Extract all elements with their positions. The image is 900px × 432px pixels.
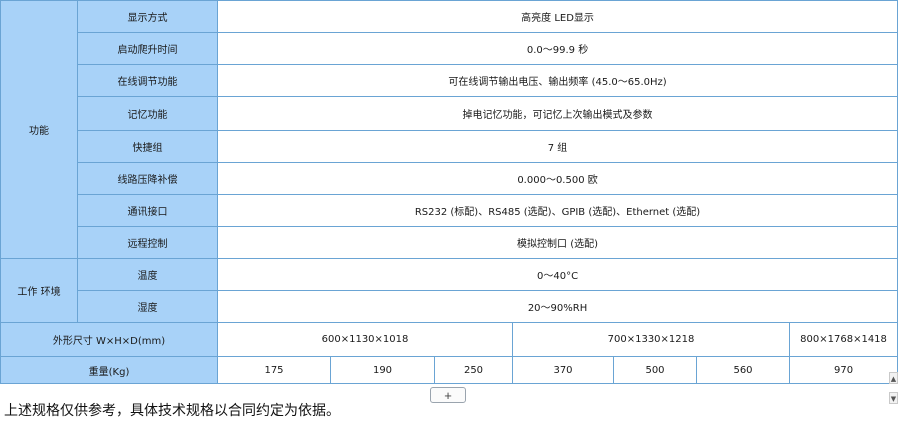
row-value-temperature: 0～40°C — [216, 258, 899, 291]
table-row: 启动爬升时间 0.0～99.9 秒 — [1, 32, 899, 65]
row-value-humidity: 20～90%RH — [216, 290, 899, 323]
weight-label: 重量(Kg) — [0, 356, 218, 384]
row-value-line-compensation: 0.000～0.500 欧 — [216, 162, 899, 195]
row-value-shortcut: 7 组 — [216, 130, 899, 163]
weight-value: 250 — [434, 356, 513, 384]
row-label-comm-interface: 通讯接口 — [77, 194, 218, 227]
scroll-down-icon[interactable]: ▼ — [889, 392, 898, 404]
table-row: 记忆功能 掉电记忆功能，可记忆上次输出模式及参数 — [1, 96, 899, 131]
weight-value: 370 — [512, 356, 614, 384]
row-value-startup: 0.0～99.9 秒 — [216, 32, 899, 65]
add-row-button[interactable]: + — [430, 387, 466, 403]
row-value-comm-interface: RS232 (标配)、RS485 (选配)、GPIB (选配)、Ethernet… — [216, 194, 899, 227]
row-value-memory: 掉电记忆功能，可记忆上次输出模式及参数 — [216, 96, 899, 131]
table-row: 重量(Kg) 175 190 250 370 500 560 970 — [0, 356, 899, 384]
table-row: 快捷组 7 组 — [1, 130, 899, 163]
row-label-temperature: 温度 — [77, 258, 218, 291]
weight-value: 175 — [217, 356, 331, 384]
scroll-up-icon[interactable]: ▲ — [889, 372, 898, 384]
weight-value: 560 — [696, 356, 790, 384]
row-value-remote-control: 模拟控制口 (选配) — [216, 226, 899, 259]
weight-value: 190 — [330, 356, 435, 384]
weight-value: 500 — [613, 356, 697, 384]
row-value-online-adjust: 可在线调节输出电压、输出频率 (45.0～65.0Hz) — [216, 64, 899, 97]
table-row: 在线调节功能 可在线调节输出电压、输出频率 (45.0～65.0Hz) — [1, 64, 899, 97]
dimensions-value: 600×1130×1018 — [217, 322, 513, 357]
row-label-startup: 启动爬升时间 — [77, 32, 218, 65]
row-label-display: 显示方式 — [77, 0, 218, 33]
spec-table: 功能 显示方式 高亮度 LED显示 启动爬升时间 0.0～99.9 秒 在线调节… — [0, 0, 899, 384]
row-label-humidity: 湿度 — [77, 290, 218, 323]
row-label-memory: 记忆功能 — [77, 96, 218, 131]
category-function: 功能 — [0, 0, 78, 259]
row-label-remote-control: 远程控制 — [77, 226, 218, 259]
table-row: 功能 显示方式 高亮度 LED显示 — [0, 0, 899, 259]
table-row: 外形尺寸 W×H×D(mm) 600×1130×1018 700×1330×12… — [0, 322, 899, 357]
row-value-display: 高亮度 LED显示 — [216, 0, 899, 33]
footnote: 上述规格仅供参考，具体技术规格以合同约定为依据。 — [4, 403, 340, 419]
table-row: 工作 环境 温度 0～40°C — [0, 258, 899, 323]
row-label-line-compensation: 线路压降补偿 — [77, 162, 218, 195]
dimensions-value: 700×1330×1218 — [512, 322, 790, 357]
dimensions-value: 800×1768×1418 — [788, 322, 899, 357]
dimensions-label: 外形尺寸 W×H×D(mm) — [0, 322, 218, 357]
weight-value: 970 — [788, 356, 899, 384]
table-row: 远程控制 模拟控制口 (选配) — [1, 226, 899, 259]
row-label-online-adjust: 在线调节功能 — [77, 64, 218, 97]
table-row: 线路压降补偿 0.000～0.500 欧 — [1, 162, 899, 195]
table-row: 湿度 20～90%RH — [1, 290, 899, 323]
row-label-shortcut: 快捷组 — [77, 130, 218, 163]
category-environment: 工作 环境 — [0, 258, 78, 323]
table-row: 通讯接口 RS232 (标配)、RS485 (选配)、GPIB (选配)、Eth… — [1, 194, 899, 227]
